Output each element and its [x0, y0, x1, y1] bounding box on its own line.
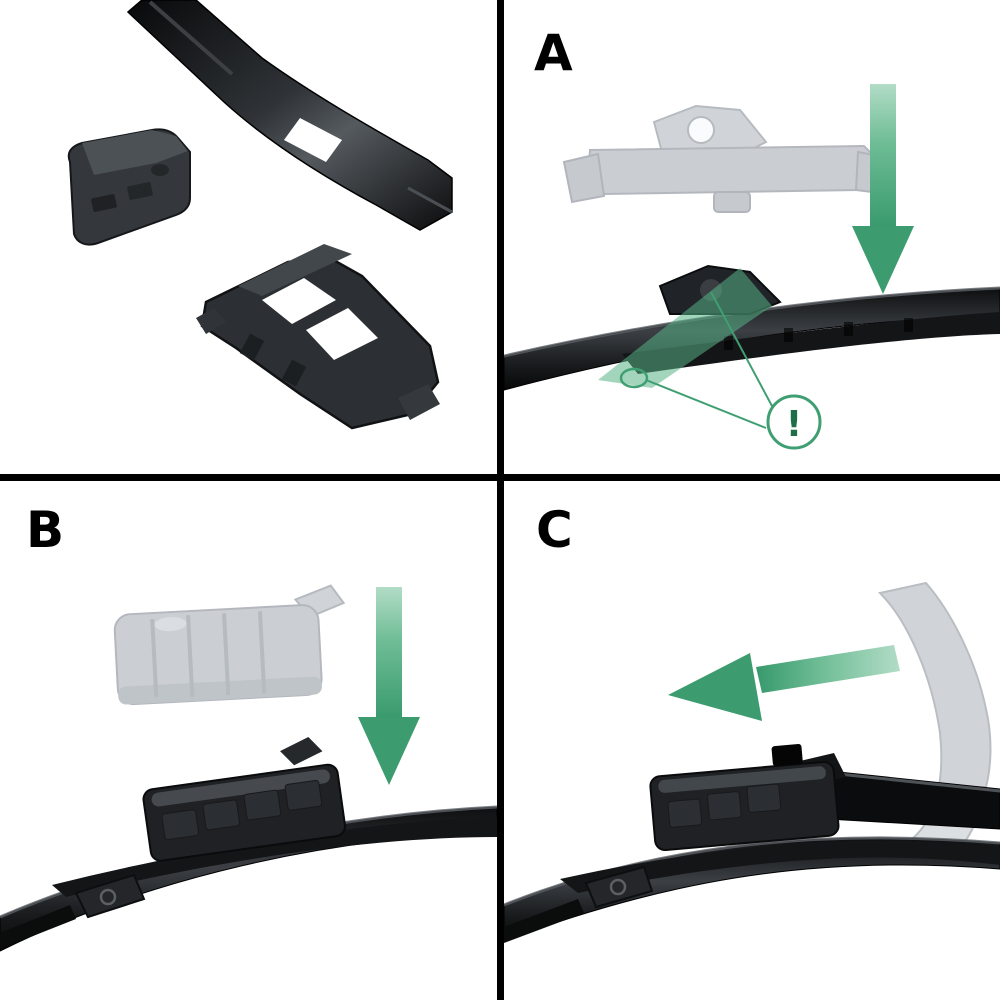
panel-c-label: C [536, 501, 573, 559]
down-arrow-icon [852, 84, 914, 294]
connector-rib [243, 789, 282, 821]
warning-symbol: ! [786, 404, 802, 445]
wiper-arm-slot [284, 118, 342, 162]
ghost-adapter-illustration [562, 104, 892, 213]
left-arrow-icon [668, 645, 900, 721]
connector-rib [202, 799, 241, 831]
blade-rail [560, 840, 1000, 893]
rail-notch [844, 322, 853, 336]
ghost-cap-rib [186, 615, 195, 698]
highlight-point [619, 367, 649, 389]
callout-line [645, 379, 767, 429]
step-a-illustration: A [504, 24, 1000, 450]
arrow-shaft [756, 645, 900, 693]
panel-a-label: A [534, 24, 573, 82]
ghost-cap-rib [150, 618, 159, 698]
ghost-cap-rib [257, 611, 267, 694]
adapter-foot [196, 308, 226, 334]
adapter-cutout [306, 308, 378, 360]
ghost-cap-shade [118, 676, 322, 705]
arrow-head [358, 717, 420, 785]
ghost-adapter-end [562, 152, 606, 204]
wiper-arm-fold-line [407, 186, 453, 214]
adapter-stud [239, 333, 265, 361]
adapter-illustration [196, 244, 440, 430]
connector-rib [284, 779, 323, 811]
adapter-stud [281, 359, 307, 387]
connector-tab [280, 737, 323, 766]
ghost-adapter-tab [713, 191, 751, 213]
callout-line [710, 291, 773, 407]
ghost-arm-band [877, 581, 992, 793]
adapter-cutout [262, 278, 336, 324]
connector-top-highlight [658, 766, 826, 793]
arrow-head [852, 226, 914, 294]
connector-rib [707, 791, 742, 821]
step-c-illustration: C [504, 501, 1000, 943]
parts-overview-illustration [67, 0, 453, 430]
ghost-cap-rib [222, 613, 231, 696]
connector-latch [771, 744, 803, 767]
cap-illustration [67, 128, 191, 246]
wiper-arm-illustration [126, 0, 453, 231]
rail-notch [904, 318, 913, 332]
blade-tip [0, 905, 76, 949]
adapter-top-ridge [238, 244, 352, 296]
connector-rib [746, 783, 782, 813]
down-arrow-icon [358, 587, 420, 785]
ghost-cap-illustration [113, 584, 346, 706]
wiper-blade-illustration [504, 744, 1000, 943]
connector-block [142, 737, 347, 862]
blade-end-cap [584, 865, 654, 909]
cap-detail [151, 164, 169, 176]
end-cap-detail [609, 878, 627, 896]
cap-detail [91, 194, 117, 212]
arrow-head [668, 653, 762, 721]
panel-parts-overview [0, 0, 497, 474]
connector-block [649, 744, 840, 852]
warning-icon: ! [766, 394, 822, 450]
divider-horizontal [0, 474, 1000, 481]
connector-rib [161, 809, 200, 841]
wiper-blade-illustration [0, 737, 497, 952]
blade-end-cap [74, 873, 146, 919]
ghost-adapter-bar [586, 144, 877, 196]
panel-step-c: C [504, 481, 1000, 1000]
connector-rib [667, 798, 703, 828]
arrow-shaft [870, 84, 896, 230]
cap-top-face [82, 130, 188, 175]
end-cap-detail [99, 888, 117, 906]
cap-detail [127, 182, 153, 200]
wiper-arm-rod [148, 0, 234, 76]
highlight-region [598, 268, 772, 388]
blade-tip [504, 899, 584, 943]
panel-step-b: B [0, 481, 497, 1000]
step-b-illustration: B [0, 501, 497, 952]
blade-rail [52, 817, 497, 897]
ghost-adapter-hole [687, 116, 715, 144]
panel-b-label: B [26, 501, 64, 559]
rail-notch [784, 328, 793, 342]
blade-spine-highlight [504, 836, 1000, 907]
panel-step-a: A [504, 0, 1000, 474]
ghost-cap-detail [154, 617, 187, 632]
connector-top-highlight [151, 769, 330, 807]
adapter-foot [398, 384, 440, 420]
divider-vertical [497, 0, 504, 1000]
warning-circle [766, 394, 822, 450]
rail-notch [724, 336, 733, 350]
arrow-shaft [376, 587, 402, 721]
